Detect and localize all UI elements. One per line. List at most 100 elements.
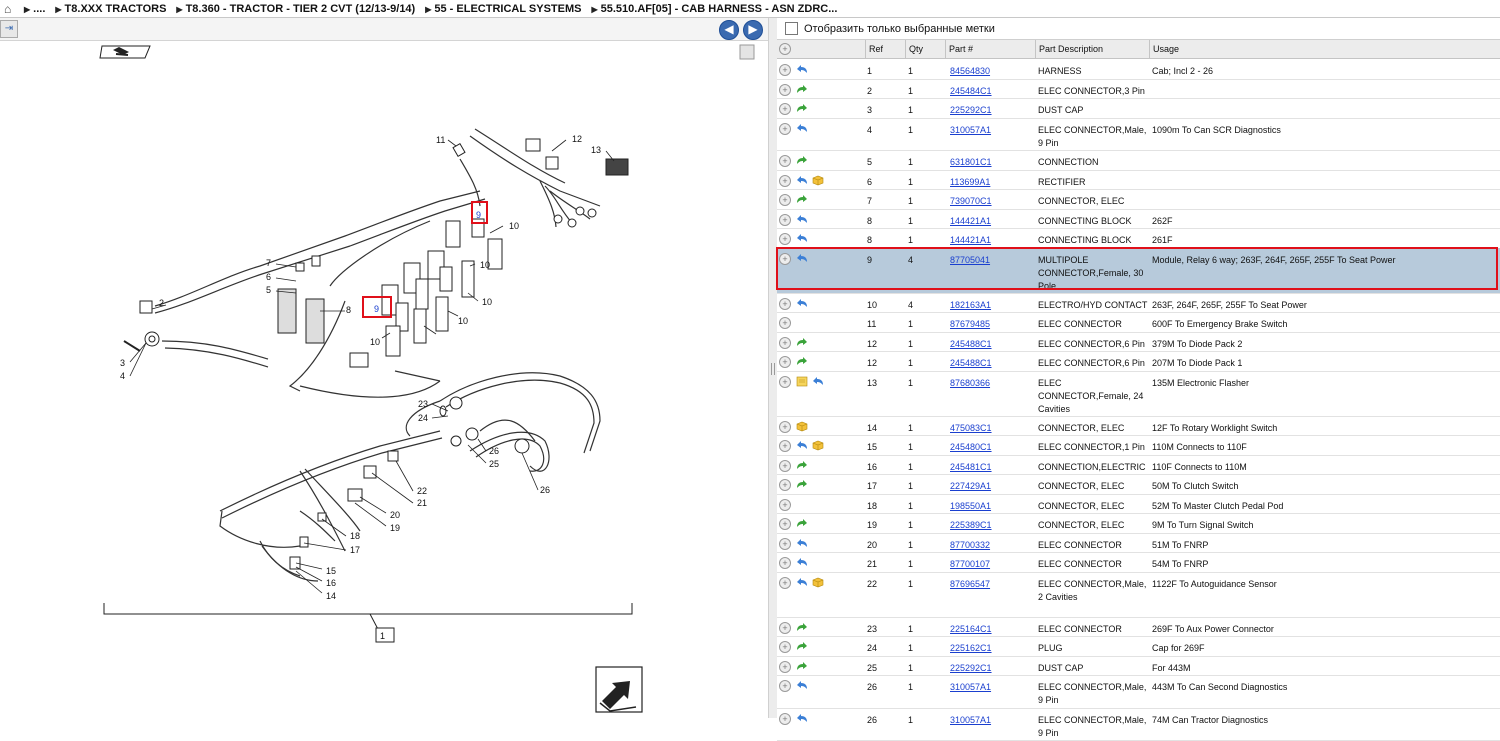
column-qty[interactable]: Qty: [905, 40, 923, 58]
previous-button[interactable]: ◀: [719, 20, 739, 40]
add-to-cart-icon[interactable]: +: [779, 440, 791, 452]
row-part-link[interactable]: 87680366: [950, 377, 990, 390]
row-part-link[interactable]: 225164C1: [950, 623, 992, 636]
row-part-link[interactable]: 310057A1: [950, 681, 991, 694]
breadcrumb-item-model[interactable]: ▶T8.360 - TRACTOR - TIER 2 CVT (12/13-9/…: [176, 3, 415, 15]
row-part-link[interactable]: 87700332: [950, 539, 990, 552]
add-to-cart-icon[interactable]: +: [779, 123, 791, 135]
view-icon[interactable]: [100, 46, 150, 58]
breadcrumb-item-root[interactable]: ▶....: [24, 3, 45, 15]
add-to-cart-icon[interactable]: +: [779, 64, 791, 76]
row-part-link[interactable]: 631801C1: [950, 156, 992, 169]
add-to-cart-icon[interactable]: +: [779, 155, 791, 167]
add-to-cart-icon[interactable]: +: [779, 253, 791, 265]
exploded-diagram[interactable]: 1 2 3 4 5 6 7 8 9 10 11 12 13 14 15 16 1…: [0, 41, 768, 718]
zoom-box-icon[interactable]: [740, 45, 754, 59]
row-part-link[interactable]: 227429A1: [950, 480, 991, 493]
expand-panel-icon[interactable]: ⇥: [0, 20, 18, 38]
column-part[interactable]: Part #: [945, 40, 973, 58]
row-part-link[interactable]: 310057A1: [950, 124, 991, 137]
row-part-link[interactable]: 245488C1: [950, 338, 992, 351]
home-icon[interactable]: ⌂: [4, 3, 18, 15]
row-part-link[interactable]: 87705041: [950, 254, 990, 267]
column-description[interactable]: Part Description: [1035, 40, 1103, 58]
row-part-link[interactable]: 87700107: [950, 558, 990, 571]
row-part-link[interactable]: 739070C1: [950, 195, 992, 208]
column-ref[interactable]: Ref: [865, 40, 883, 58]
add-to-cart-icon[interactable]: +: [779, 661, 791, 673]
row-part-link[interactable]: 245488C1: [950, 357, 992, 370]
add-to-cart-icon[interactable]: +: [779, 356, 791, 368]
add-to-cart-icon[interactable]: +: [779, 233, 791, 245]
row-part-link[interactable]: 225292C1: [950, 104, 992, 117]
add-to-cart-icon[interactable]: +: [779, 337, 791, 349]
row-part-link[interactable]: 144421A1: [950, 215, 991, 228]
add-to-cart-icon[interactable]: +: [779, 460, 791, 472]
row-part-link[interactable]: 87679485: [950, 318, 990, 331]
add-to-cart-icon[interactable]: +: [779, 680, 791, 692]
row-part-link[interactable]: 245480C1: [950, 441, 992, 454]
add-to-cart-icon[interactable]: +: [779, 518, 791, 530]
add-to-cart-icon[interactable]: +: [779, 194, 791, 206]
add-to-cart-icon[interactable]: +: [779, 421, 791, 433]
add-to-cart-icon[interactable]: +: [779, 84, 791, 96]
add-to-cart-icon[interactable]: +: [779, 641, 791, 653]
row-part-link[interactable]: 475083C1: [950, 422, 992, 435]
add-to-cart-icon[interactable]: +: [779, 175, 791, 187]
column-usage[interactable]: Usage: [1149, 40, 1179, 58]
row-part-link[interactable]: 245484C1: [950, 85, 992, 98]
row-part-link[interactable]: 87696547: [950, 578, 990, 591]
add-to-cart-icon[interactable]: +: [779, 103, 791, 115]
row-part-link[interactable]: 225389C1: [950, 519, 992, 532]
row-part-link[interactable]: 113699A1: [950, 176, 990, 189]
add-all-icon[interactable]: +: [779, 43, 791, 55]
add-to-cart-icon[interactable]: +: [779, 577, 791, 589]
row-part-link[interactable]: 245481C1: [950, 461, 992, 474]
add-to-cart-icon[interactable]: +: [779, 298, 791, 310]
add-to-cart-icon[interactable]: +: [779, 538, 791, 550]
show-selected-checkbox[interactable]: [785, 22, 798, 35]
add-to-cart-icon[interactable]: +: [779, 557, 791, 569]
breadcrumb-item-product[interactable]: ▶T8.XXX TRACTORS: [55, 3, 166, 15]
row-part-link[interactable]: 182163A1: [950, 299, 991, 312]
row-part-link[interactable]: 310057A1: [950, 714, 991, 727]
print-icon[interactable]: [596, 667, 642, 712]
add-to-cart-icon[interactable]: +: [779, 376, 791, 388]
row-part-link[interactable]: 198550A1: [950, 500, 991, 513]
add-to-cart-icon[interactable]: +: [779, 499, 791, 511]
add-to-cart-icon[interactable]: +: [779, 479, 791, 491]
next-button[interactable]: ▶: [743, 20, 763, 40]
row-part-link[interactable]: 225292C1: [950, 662, 992, 675]
row-part-link[interactable]: 144421A1: [950, 234, 991, 247]
breadcrumb-item-group[interactable]: ▶55.510.AF[05] - CAB HARNESS - ASN ZDRC.…: [591, 3, 837, 15]
add-to-cart-icon[interactable]: +: [779, 622, 791, 634]
row-part-link[interactable]: 84564830: [950, 65, 990, 78]
